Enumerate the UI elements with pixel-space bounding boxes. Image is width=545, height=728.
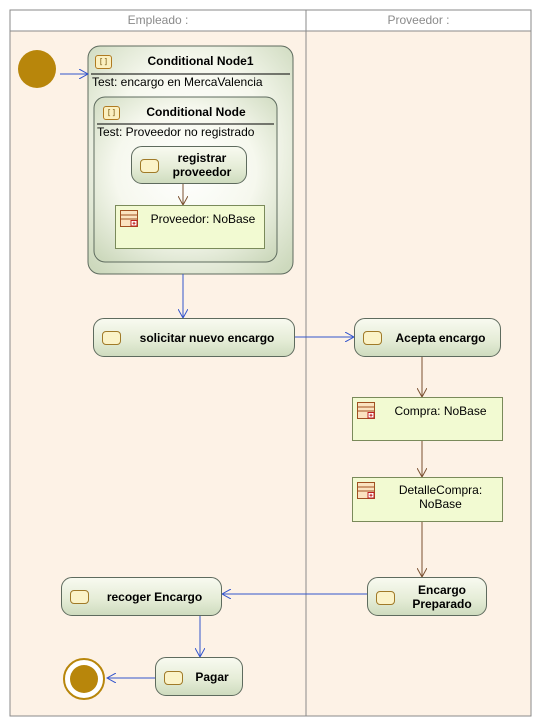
action-icon	[70, 590, 89, 604]
object-node-compra[interactable]: Compra: NoBase	[352, 397, 503, 441]
activity-final-node[interactable]	[63, 658, 105, 700]
object-node-label: DetalleCompra: NoBase	[398, 483, 483, 511]
action-recoger-encargo[interactable]: recoger Encargo	[61, 577, 222, 616]
action-icon	[102, 331, 121, 345]
action-icon	[376, 591, 395, 605]
conditional-node-1-test: Test: encargo en MercaValencia	[92, 75, 263, 89]
conditional-node-icon: []	[95, 55, 112, 69]
swimlane-title-empleado: Empleado :	[127, 13, 189, 27]
object-node-detalle-compra[interactable]: DetalleCompra: NoBase	[352, 477, 503, 522]
action-label: recoger Encargo	[106, 589, 203, 604]
action-label: Acepta encargo	[395, 330, 486, 345]
action-pagar[interactable]: Pagar	[155, 657, 243, 696]
action-encargo-preparado[interactable]: Encargo Preparado	[367, 577, 487, 616]
conditional-node-icon: []	[103, 106, 120, 120]
action-label: registrar proveedor	[172, 151, 232, 179]
object-node-proveedor[interactable]: Proveedor: NoBase	[115, 205, 265, 249]
initial-node[interactable]	[18, 50, 56, 88]
conditional-node-1-title: Conditional Node1	[147, 54, 254, 68]
object-node-icon	[120, 210, 138, 227]
object-node-icon	[357, 402, 375, 419]
action-label: Encargo Preparado	[412, 582, 472, 611]
conditional-node-2-title: Conditional Node	[146, 105, 246, 119]
object-node-label: Compra: NoBase	[394, 404, 487, 418]
action-registrar-proveedor[interactable]: registrar proveedor	[131, 146, 247, 184]
action-solicitar-nuevo-encargo[interactable]: solicitar nuevo encargo	[93, 318, 295, 357]
conditional-node-2-test: Test: Proveedor no registrado	[97, 125, 255, 139]
action-acepta-encargo[interactable]: Acepta encargo	[354, 318, 501, 357]
action-label: Pagar	[195, 669, 229, 684]
swimlane-title-proveedor: Proveedor :	[387, 13, 450, 27]
action-icon	[363, 331, 382, 345]
object-node-label: Proveedor: NoBase	[150, 212, 256, 226]
object-node-icon	[357, 482, 375, 499]
action-label: solicitar nuevo encargo	[139, 330, 275, 345]
action-icon	[164, 671, 183, 685]
action-icon	[140, 159, 159, 173]
